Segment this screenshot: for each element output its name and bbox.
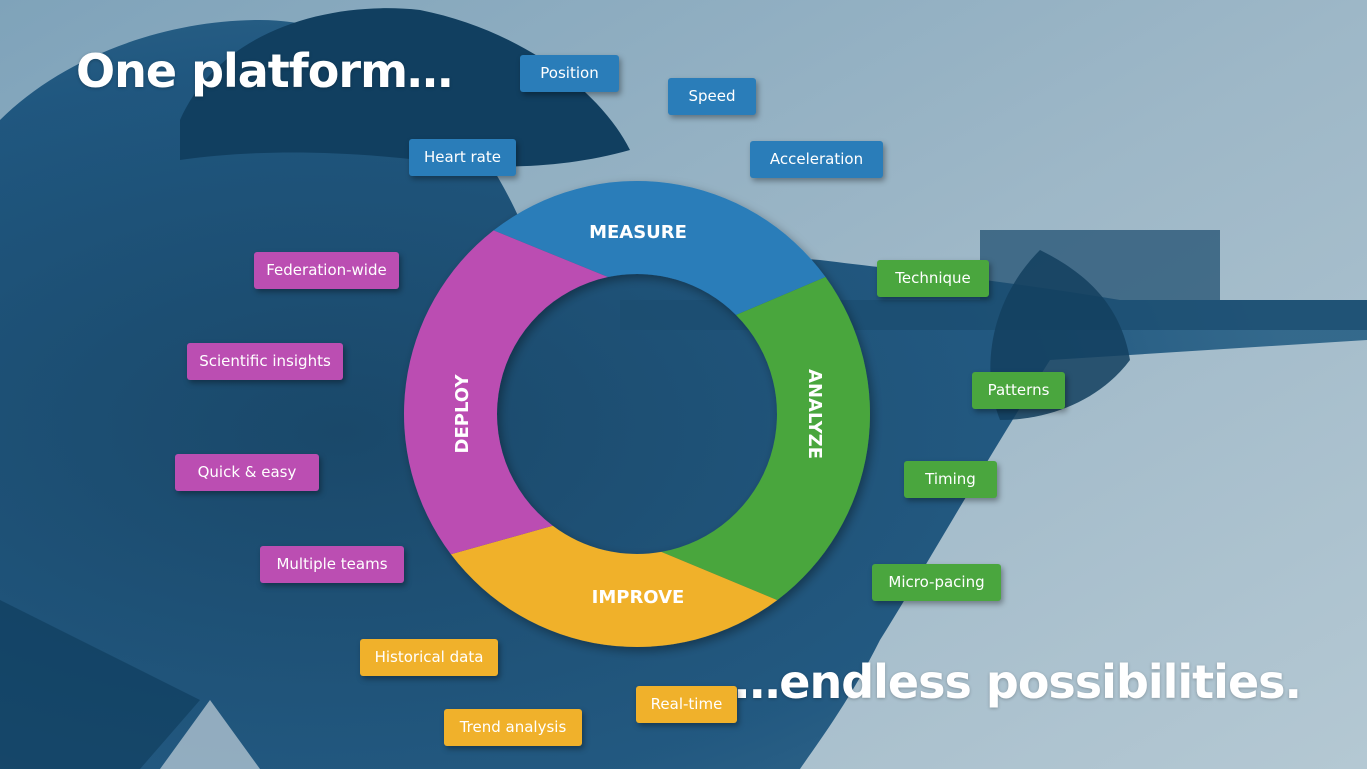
deploy-label: DEPLOY xyxy=(452,374,473,454)
tag-speed: Speed xyxy=(668,78,756,115)
tag-timing: Timing xyxy=(904,461,997,498)
tag-historical-data: Historical data xyxy=(360,639,498,676)
tag-patterns: Patterns xyxy=(972,372,1065,409)
deploy-segment xyxy=(404,230,608,555)
headline-endless-possibilities: …endless possibilities. xyxy=(734,655,1302,709)
tag-real-time: Real-time xyxy=(636,686,737,723)
improve-segment xyxy=(450,525,778,647)
tag-technique: Technique xyxy=(877,260,989,297)
tag-position: Position xyxy=(520,55,619,92)
improve-label: IMPROVE xyxy=(592,587,685,608)
tag-trend-analysis: Trend analysis xyxy=(444,709,582,746)
analyze-label: ANALYZE xyxy=(804,369,825,459)
tag-multiple-teams: Multiple teams xyxy=(260,546,404,583)
measure-label: MEASURE xyxy=(589,222,687,243)
tag-heart-rate: Heart rate xyxy=(409,139,516,176)
headline-one-platform: One platform… xyxy=(76,44,453,98)
tag-acceleration: Acceleration xyxy=(750,141,883,178)
tag-scientific-insights: Scientific insights xyxy=(187,343,343,380)
tag-micro-pacing: Micro-pacing xyxy=(872,564,1001,601)
measure-segment xyxy=(493,180,826,316)
tag-quick-easy: Quick & easy xyxy=(175,454,319,491)
analyze-segment xyxy=(661,277,871,601)
tag-federation-wide: Federation-wide xyxy=(254,252,399,289)
